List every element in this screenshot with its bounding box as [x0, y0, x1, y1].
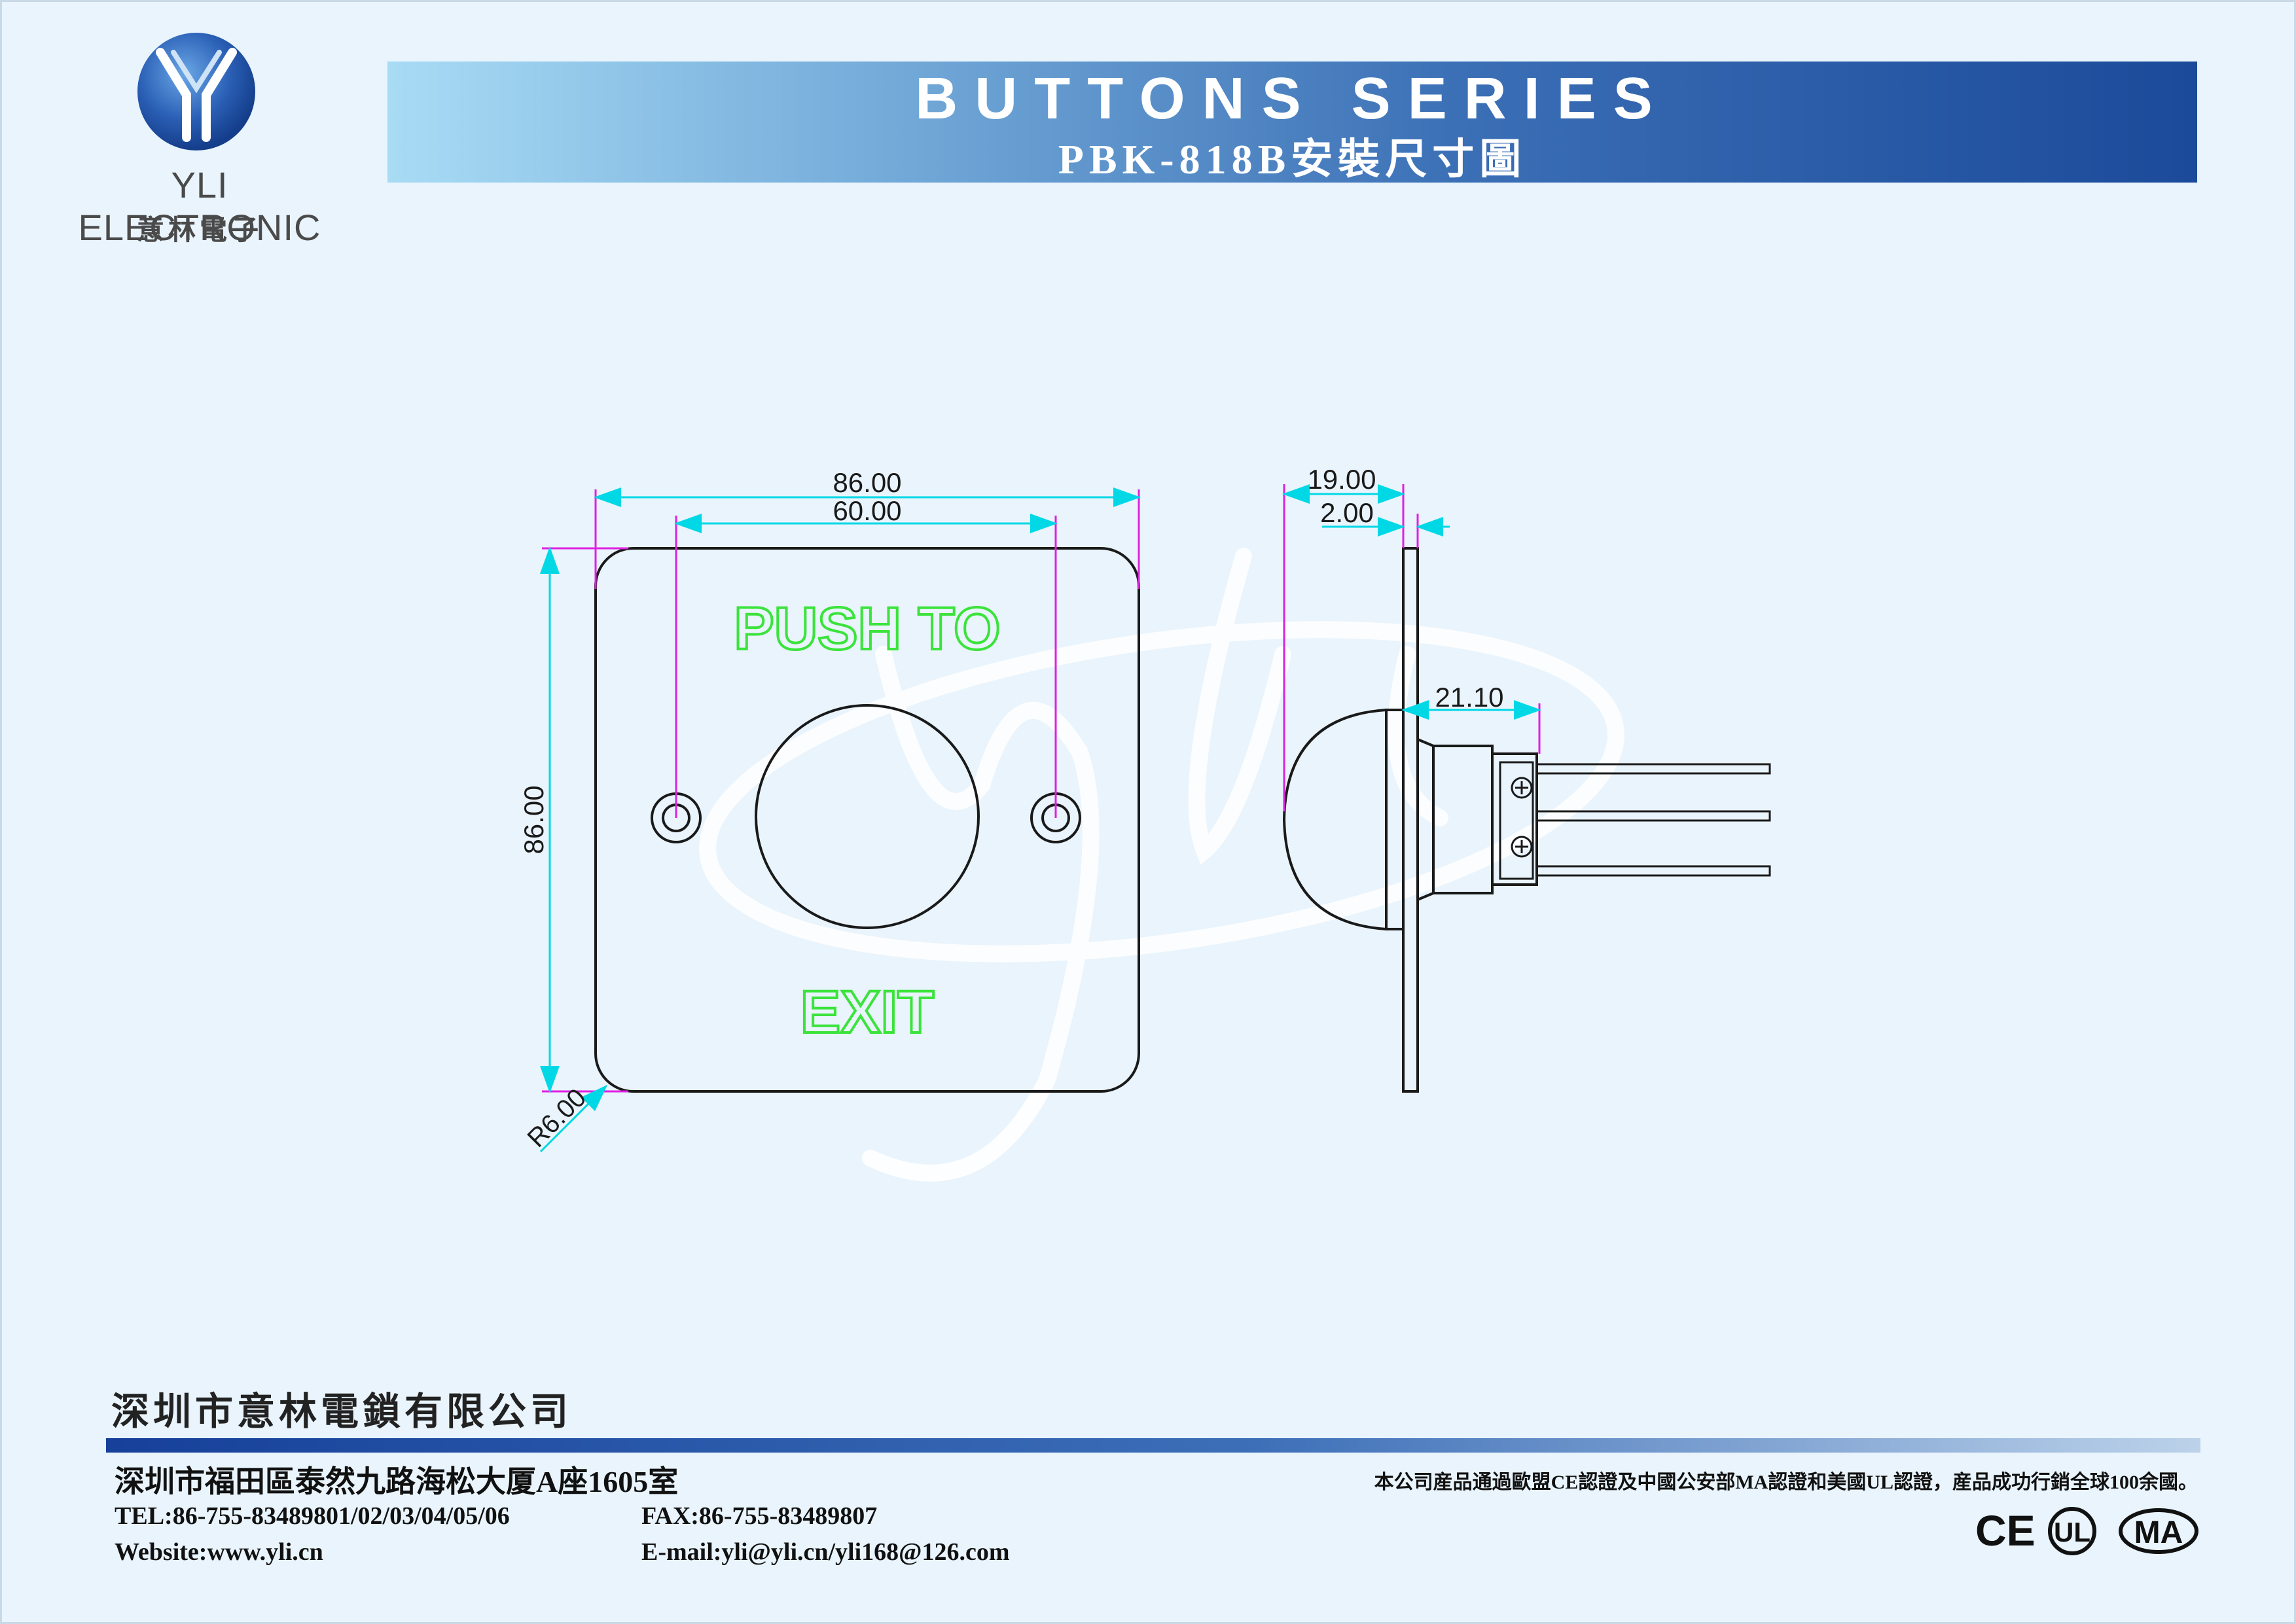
company-address: 深圳市福田區泰然九路海松大厦A座1605室 — [115, 1465, 679, 1498]
ul-mark-icon — [2048, 1507, 2096, 1555]
dim-body-length: 21.10 — [1435, 682, 1503, 713]
exit-label: EXIT — [800, 979, 934, 1046]
side-dome-cap — [1282, 708, 1388, 931]
fax-number: FAX:86-755-83489807 — [641, 1502, 878, 1530]
certification-note: 本公司産品通過歐盟CE認證及中國公安部MA認證和美國UL認證，産品成功行銷全球1… — [1374, 1472, 2198, 1493]
ma-mark-icon — [2119, 1508, 2198, 1554]
front-plate-outline — [594, 547, 1140, 1093]
title-banner: BUTTONS SERIES PBK-818B安裝尺寸圖 — [387, 62, 2197, 183]
banner-subtitle: PBK-818B安裝尺寸圖 — [1058, 136, 1527, 183]
dim-depth: 19.00 — [1307, 464, 1376, 495]
website-link[interactable]: Website:www.yli.cn — [115, 1538, 323, 1566]
logo-name-cn: 意林電子 — [136, 214, 262, 246]
watermark-text: yli — [863, 911, 872, 918]
terminal-pin-middle — [1535, 810, 1771, 822]
banner-title: BUTTONS SERIES — [915, 66, 1670, 132]
terminal-screw-top-icon — [1511, 777, 1533, 799]
push-to-label: PUSH TO — [734, 595, 1000, 662]
side-terminal-block — [1491, 752, 1538, 886]
logo-globe-icon — [137, 33, 255, 150]
footer-divider — [106, 1438, 2200, 1453]
button-cap-outline — [755, 704, 980, 929]
side-terminal-inner — [1499, 761, 1534, 880]
dim-height: 86.00 — [518, 785, 549, 854]
dim-radius: R6.00 — [522, 1084, 592, 1154]
front-dimensions — [539, 487, 1141, 1153]
certification-marks: CE UL MA — [1975, 1506, 2198, 1555]
email-link[interactable]: E-mail:yli@yli.cn/yli168@126.com — [641, 1538, 1010, 1566]
ce-mark-icon: CE — [1975, 1506, 2036, 1555]
front-view — [594, 547, 1140, 1093]
watermark-script: yli — [699, 548, 1624, 1182]
tel-number: TEL:86-755-83489801/02/03/04/05/06 — [115, 1502, 510, 1530]
side-view — [1282, 547, 1771, 1093]
terminal-screw-bottom-icon — [1511, 836, 1533, 858]
company-name: 深圳市意林電鎖有限公司 — [111, 1389, 573, 1434]
dim-width-holes: 60.00 — [833, 495, 901, 526]
company-logo: YLI ELECTRONIC 意林電子 — [46, 26, 353, 248]
ul-mark-text: UL — [2054, 1517, 2090, 1547]
dim-plate-thickness: 2.00 — [1320, 497, 1374, 528]
side-cap-rim — [1385, 709, 1405, 930]
side-dimensions — [1282, 484, 1541, 811]
ma-mark-text: MA — [2134, 1515, 2183, 1550]
dim-width-outer: 86.00 — [833, 467, 901, 498]
terminal-pin-top — [1535, 763, 1771, 775]
logo-name: YLI ELECTRONIC — [78, 164, 321, 248]
terminal-pin-bottom — [1535, 865, 1771, 877]
